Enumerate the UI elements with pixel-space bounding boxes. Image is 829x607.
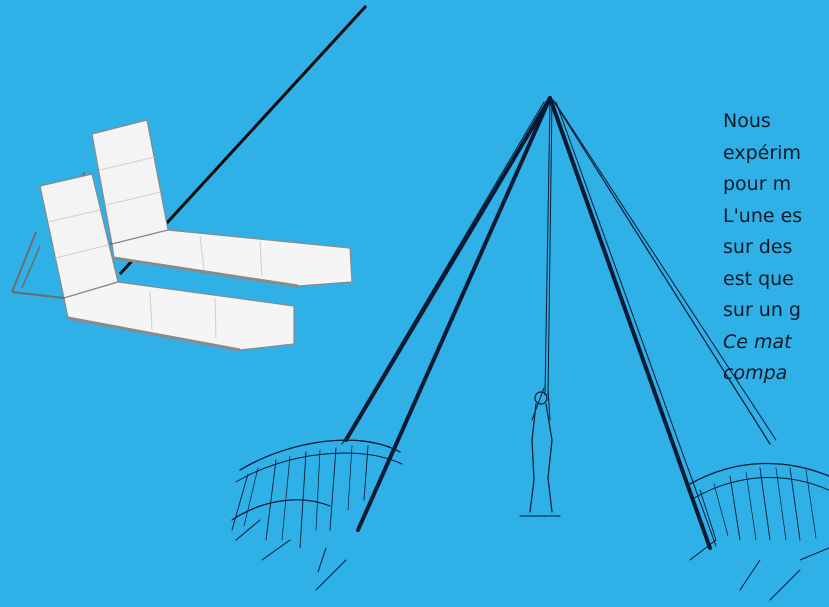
description-text: Nous expérim pour m L'une es sur des est… xyxy=(723,106,829,390)
text-line: Nous xyxy=(723,106,829,138)
text-line: expérim xyxy=(723,138,829,170)
text-line: L'une es xyxy=(723,201,829,233)
text-line: sur des xyxy=(723,232,829,264)
italic-text-line: compa xyxy=(723,358,829,390)
text-line: sur un g xyxy=(723,295,829,327)
lounge-chair-back xyxy=(72,120,352,286)
italic-text-line: Ce mat xyxy=(723,327,829,359)
text-line: pour m xyxy=(723,169,829,201)
text-line: est que xyxy=(723,264,829,296)
